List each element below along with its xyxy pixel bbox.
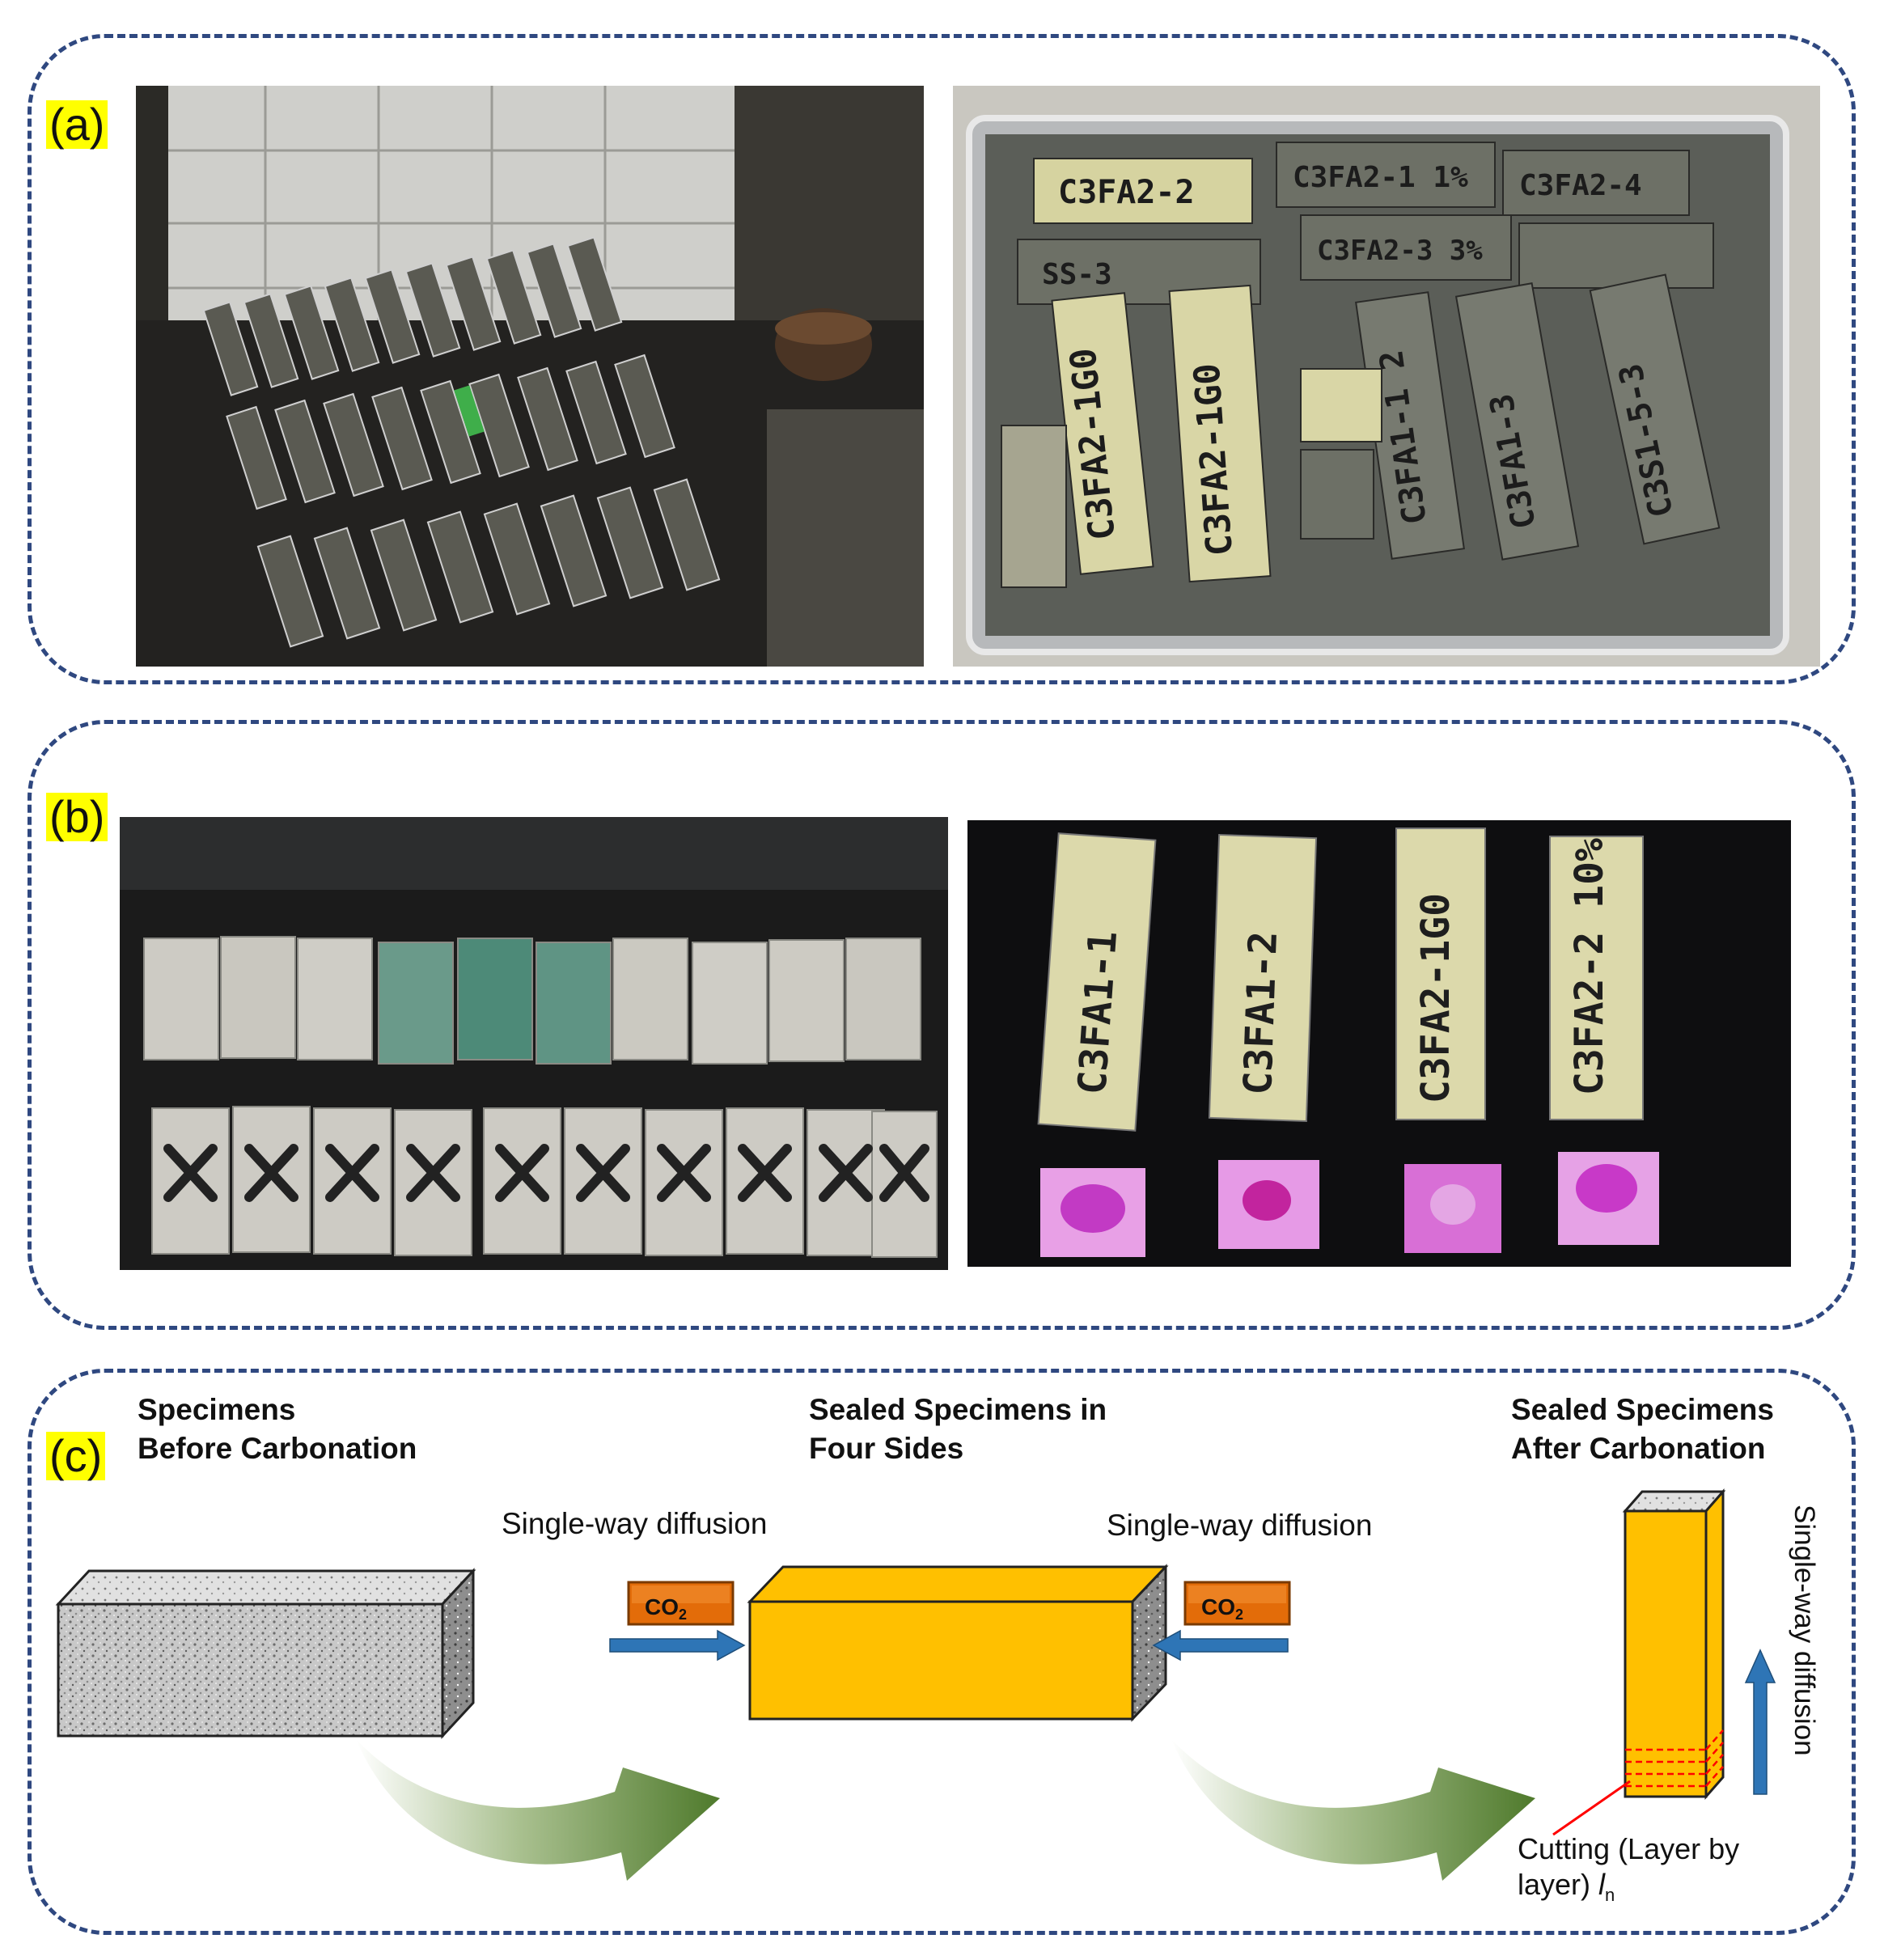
- tray-label-3: C3FA2-4: [1519, 169, 1642, 202]
- panel-b-label: (b): [46, 793, 108, 841]
- arrow-up-diffusion: [1744, 1649, 1776, 1795]
- arrow-right-to-specimen: [609, 1629, 746, 1662]
- tray-label-4: C3FA2-3 3%: [1317, 235, 1483, 267]
- green-arrow-1: [356, 1739, 720, 1881]
- photo-phenolphthalein-test: C3FA1-1 C3FA1-2 C3FA2-1G0 C3FA2-2 10%: [967, 820, 1791, 1267]
- test-label-2: C3FA1-2: [1235, 930, 1286, 1095]
- cutting-label: Cutting (Layer by layer) ln: [1518, 1832, 1740, 1906]
- tray-label-1: C3FA2-2: [1058, 174, 1195, 211]
- arrow-left-to-specimen: [1152, 1629, 1289, 1662]
- photo-specimen-tray: C3FA2-2 C3FA2-1 1% C3FA2-4 C3FA2-3 3% SS…: [953, 86, 1820, 667]
- tray-label-2: C3FA2-1 1%: [1293, 161, 1468, 194]
- panel-a-label: (a): [46, 100, 108, 149]
- test-label-4: C3FA2-2 10%: [1567, 838, 1612, 1095]
- photo-curing-room: [136, 86, 924, 667]
- svg-text:CO2: CO2: [645, 1594, 687, 1623]
- cutting-pointer: [1552, 1780, 1631, 1836]
- panel-a-frame: [28, 34, 1856, 684]
- diffusion-label-vertical: Single-way diffusion: [1789, 1505, 1820, 1756]
- co2-box-right: CO2: [1183, 1581, 1291, 1626]
- co2-box-left: CO2: [627, 1581, 735, 1626]
- tray-label-5: SS-3: [1042, 258, 1112, 291]
- specimen-after-prism: [1552, 1488, 1726, 1836]
- diffusion-label-left: Single-way diffusion: [502, 1507, 768, 1540]
- diffusion-label-right: Single-way diffusion: [1107, 1509, 1373, 1542]
- panel-c-label: (c): [46, 1432, 106, 1480]
- specimen-before-prism: [55, 1568, 476, 1739]
- panel-b-frame: [28, 720, 1856, 1330]
- photo-cut-specimens: [120, 817, 948, 1270]
- panel-c-frame: [28, 1369, 1856, 1935]
- test-label-3: C3FA2-1G0: [1413, 893, 1459, 1103]
- svg-text:CO2: CO2: [1201, 1594, 1243, 1623]
- sealed-specimen-prism: [747, 1564, 1169, 1722]
- green-arrow-2: [1171, 1739, 1535, 1881]
